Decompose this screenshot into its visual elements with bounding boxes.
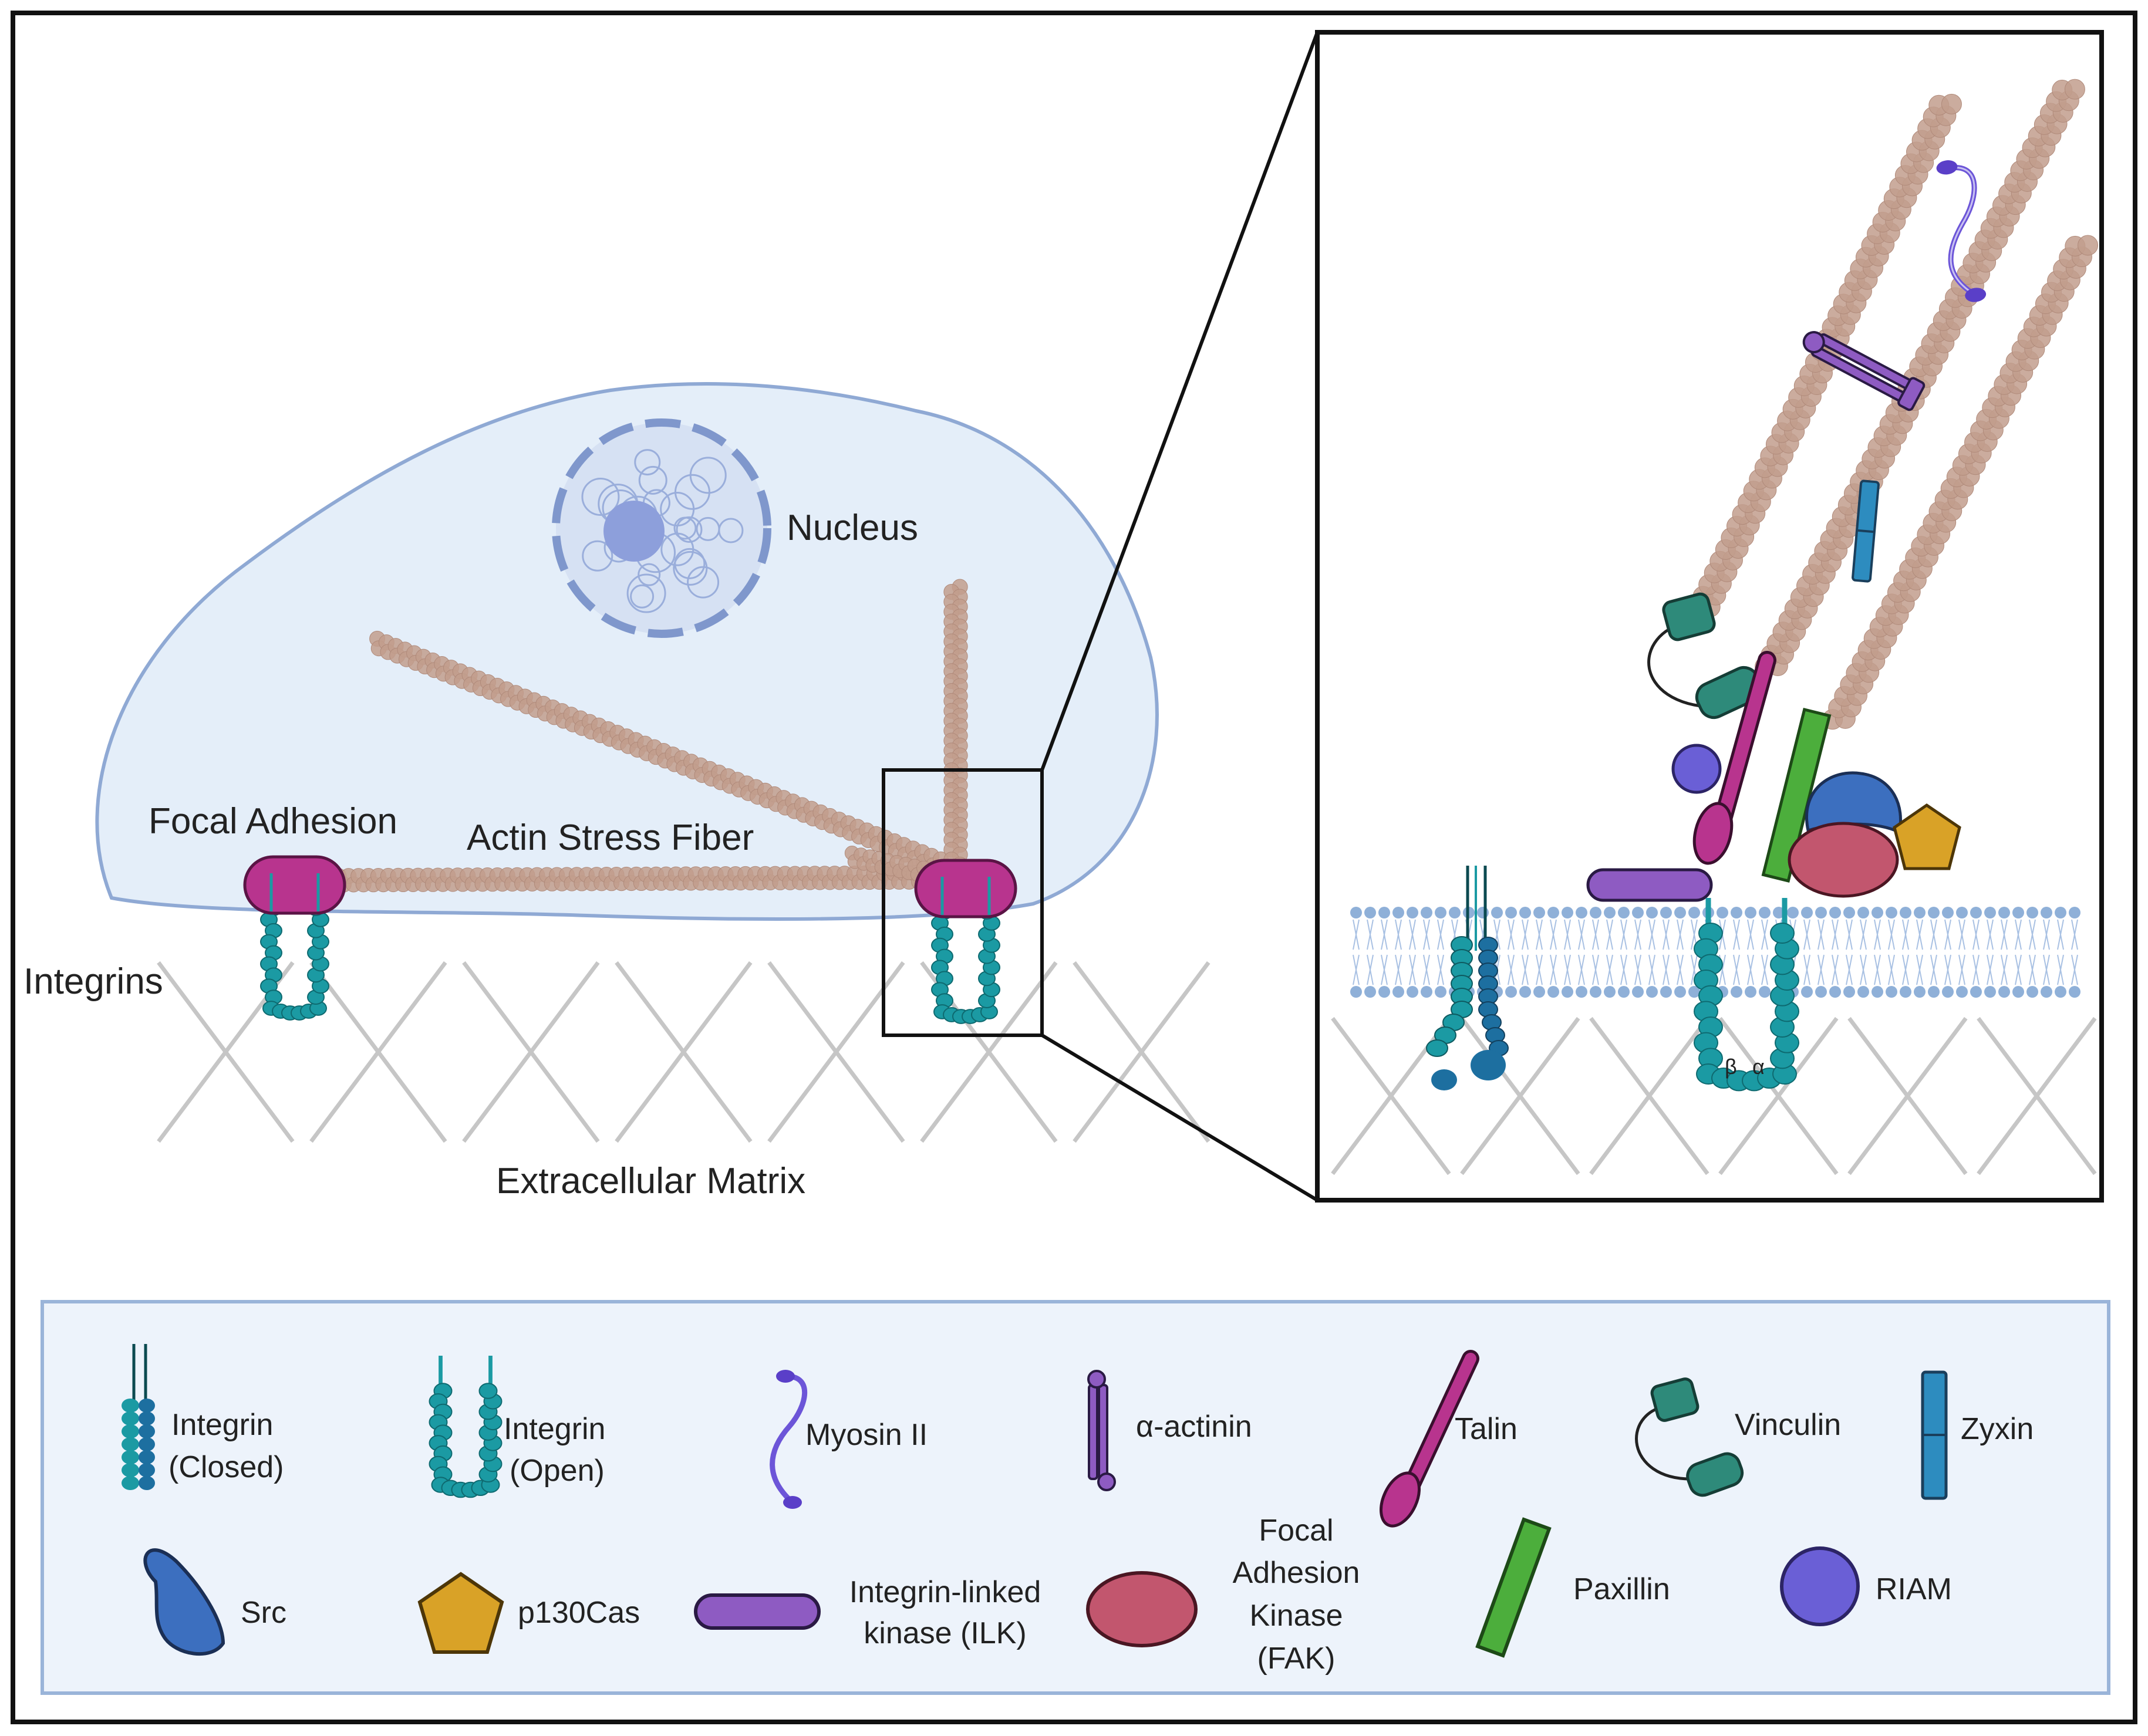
legend-icon-fak (1086, 1571, 1198, 1647)
zoom-connector-bottom (1041, 1034, 1319, 1202)
legend-label-vinculin: Vinculin (1735, 1408, 1841, 1442)
legend-icon-zyxin (1921, 1370, 1948, 1500)
legend-icon-p130cas (417, 1572, 504, 1654)
myosin-ii (1936, 160, 1987, 302)
legend-label-src: Src (241, 1596, 286, 1630)
legend-label-integrin-closed: Integrin (Closed) (168, 1408, 284, 1484)
actin-stress-fiber-label: Actin Stress Fiber (467, 818, 754, 858)
legend-icon-integrin-closed (122, 1344, 155, 1490)
ecm-line (615, 961, 753, 1143)
zoom-actin-filament-1 (1687, 93, 1962, 619)
cell-body (95, 381, 1159, 921)
legend-label-talin: Talin (1455, 1412, 1518, 1446)
zoom-region-box (882, 768, 1044, 1037)
ecm-line (1073, 961, 1210, 1143)
zoom-ecm-line (1460, 1016, 1580, 1176)
ecm-line (309, 961, 447, 1143)
legend-icon-vinculin (1635, 1377, 1744, 1497)
svg-text:Integrin: Integrin (171, 1408, 273, 1442)
svg-text:Integrin: Integrin (504, 1412, 605, 1446)
nucleus-label: Nucleus (787, 508, 918, 548)
ecm-line (767, 961, 905, 1143)
alpha-actinin (1802, 331, 1926, 411)
legend-label-fak: Focal Adhesion Kinase (FAK) (1233, 1514, 1360, 1676)
ecm-line (920, 961, 1058, 1143)
zoom-connector-top (1040, 31, 1319, 771)
nucleus (552, 418, 771, 638)
legend-label-paxillin: Paxillin (1573, 1572, 1670, 1606)
zyxin (1852, 479, 1880, 583)
legend-icons (122, 1344, 1948, 1658)
legend-icon-myosin-ii (770, 1370, 808, 1509)
legend-label-myosin: Myosin II (805, 1418, 928, 1452)
legend-icon-src (143, 1548, 225, 1656)
legend-label-alpha-actinin: α-actinin (1136, 1410, 1252, 1444)
zoom-ecm-line (1718, 1016, 1839, 1176)
legend-icon-alpha-actinin (1087, 1370, 1116, 1491)
extracellular-matrix-label: Extracellular Matrix (496, 1161, 805, 1201)
focal-adhesion-kinase (1788, 822, 1899, 898)
integrins-label: Integrins (23, 961, 163, 1002)
riam (1671, 744, 1722, 794)
talin (1692, 651, 1776, 865)
integrin-beta-label: β (1725, 1055, 1737, 1079)
legend-box (41, 1300, 2110, 1695)
zoom-ecm-lines (1331, 1016, 2097, 1176)
zoom-integrins (1426, 866, 1799, 1092)
legend-icon-paxillin (1475, 1517, 1552, 1658)
integrin-closed-zoom (1426, 866, 1509, 1090)
legend-label-riam: RIAM (1876, 1572, 1952, 1606)
zoom-panel: β α (1315, 30, 2104, 1203)
legend-label-zyxin: Zyxin (1961, 1412, 2034, 1446)
zoom-ecm-line (1847, 1016, 1968, 1176)
integrin-alpha-label: α (1752, 1055, 1765, 1079)
svg-text:Kinase: Kinase (1250, 1599, 1343, 1633)
svg-text:(Open): (Open) (510, 1454, 605, 1488)
extracellular-matrix-lines (157, 961, 1210, 1143)
focal-adhesion-plaque-2 (914, 859, 1017, 918)
zoom-actin-filaments (1687, 79, 2098, 730)
legend-icon-riam (1780, 1546, 1860, 1626)
zoom-actin-filament-3 (1822, 235, 2098, 730)
p130cas (1893, 803, 1961, 870)
legend-label-ilk: Integrin-linked kinase (ILK) (849, 1575, 1041, 1650)
focal-adhesion-plaque-1 (243, 855, 346, 915)
zoom-ecm-line (1977, 1016, 2097, 1176)
nucleolus (603, 501, 665, 562)
actin-fiber-horizontal (321, 865, 937, 893)
svg-text:(Closed): (Closed) (168, 1450, 284, 1484)
legend-label-p130cas: p130Cas (518, 1596, 640, 1630)
actin-fiber-vertical (943, 579, 968, 878)
zoom-ecm-line (1589, 1016, 1709, 1176)
plasma-membrane (1350, 907, 2080, 998)
integrin-open-zoom (1694, 898, 1799, 1092)
svg-text:kinase (ILK): kinase (ILK) (864, 1616, 1026, 1650)
legend-icon-ilk (694, 1593, 821, 1630)
svg-text:(FAK): (FAK) (1257, 1642, 1336, 1676)
ecm-line (462, 961, 600, 1143)
focal-adhesion-label: Focal Adhesion (149, 801, 397, 842)
integrin-linked-kinase (1586, 868, 1713, 902)
svg-text:Integrin-linked: Integrin-linked (849, 1575, 1041, 1609)
svg-text:Adhesion: Adhesion (1233, 1556, 1360, 1590)
legend: Integrin (Closed) Integrin (Open) Myosin… (41, 1300, 2110, 1695)
legend-icon-integrin-open (429, 1356, 503, 1498)
legend-label-integrin-open: Integrin (Open) (504, 1412, 605, 1488)
svg-text:Focal: Focal (1259, 1514, 1333, 1548)
focal-adhesions (243, 855, 1017, 1024)
legend-icon-talin (1380, 1350, 1479, 1528)
